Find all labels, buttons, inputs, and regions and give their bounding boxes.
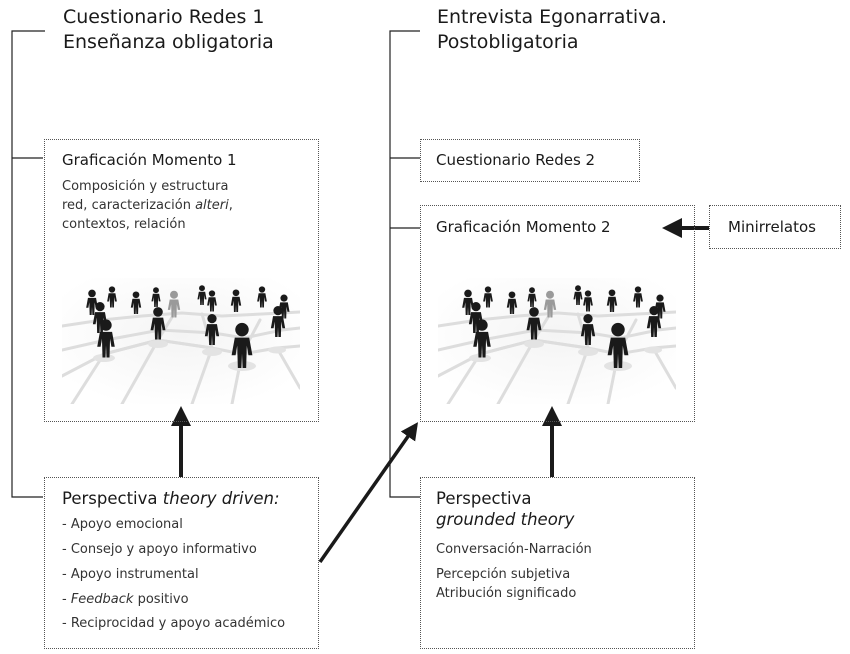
list-item: - Reciprocidad y apoyo académico	[62, 616, 286, 631]
perspectiva-grounded-theory-box: Perspectiva grounded theory Conversación…	[420, 477, 695, 649]
list-item: Atribución significado	[436, 586, 577, 601]
social-network-people-icon	[438, 278, 676, 404]
persp-title-prefix: Perspectiva	[62, 489, 163, 508]
graficacion-momento-1-desc-line2: red, caracterización alteri,	[62, 196, 233, 215]
arrow-diagonal	[318, 422, 419, 564]
list-item: - Apoyo instrumental	[62, 567, 199, 582]
graficacion-momento-1-box: Graficación Momento 1 Composición y estr…	[44, 139, 319, 422]
cuestionario-redes-2-box: Cuestionario Redes 2	[420, 139, 640, 182]
list-item: Conversación-Narración	[436, 542, 592, 557]
perspectiva-grounded-title-line1: Perspectiva	[436, 489, 532, 508]
feedback-suffix: positivo	[137, 592, 189, 607]
feedback-prefix: -	[62, 592, 71, 607]
perspectiva-theory-driven-title: Perspectiva theory driven:	[62, 488, 280, 509]
grounded-theory-italic: grounded theory	[436, 510, 575, 529]
persp-title-italic: theory driven:	[162, 489, 280, 508]
perspectiva-grounded-title-line2: grounded theory	[436, 509, 574, 530]
right-bracket-line	[389, 30, 420, 498]
list-item: Percepción subjetiva	[436, 567, 571, 582]
perspectiva-theory-driven-box: Perspectiva theory driven: - Apoyo emoci…	[44, 477, 319, 649]
list-item-feedback: - Feedback positivo	[62, 592, 189, 607]
social-network-people-icon	[62, 278, 300, 404]
left-bracket-line	[11, 30, 45, 498]
right-heading-line1: Entrevista Egonarrativa.	[437, 6, 668, 28]
desc-line2-italic: alteri	[195, 198, 229, 213]
desc-line2-suffix: ,	[228, 198, 233, 213]
graficacion-momento-2-title: Graficación Momento 2	[436, 218, 611, 236]
left-heading-line2: Enseñanza obligatoria	[63, 31, 274, 53]
graficacion-momento-1-desc-line3: contextos, relación	[62, 217, 186, 232]
list-item: - Consejo y apoyo informativo	[62, 542, 257, 557]
graficacion-momento-1-title: Graficación Momento 1	[62, 151, 237, 169]
right-heading-line2: Postobligatoria	[437, 31, 579, 53]
left-heading-line1: Cuestionario Redes 1	[63, 6, 265, 28]
feedback-italic: Feedback	[70, 592, 134, 607]
graficacion-momento-2-box: Graficación Momento 2	[420, 205, 695, 422]
minirrelatos-title: Minirrelatos	[728, 218, 816, 236]
minirrelatos-box: Minirrelatos	[709, 205, 841, 249]
cuestionario-redes-2-title: Cuestionario Redes 2	[436, 151, 596, 169]
desc-line2-prefix: red, caracterización	[62, 198, 196, 213]
graficacion-momento-1-desc-line1: Composición y estructura	[62, 179, 229, 194]
list-item: - Apoyo emocional	[62, 517, 183, 532]
